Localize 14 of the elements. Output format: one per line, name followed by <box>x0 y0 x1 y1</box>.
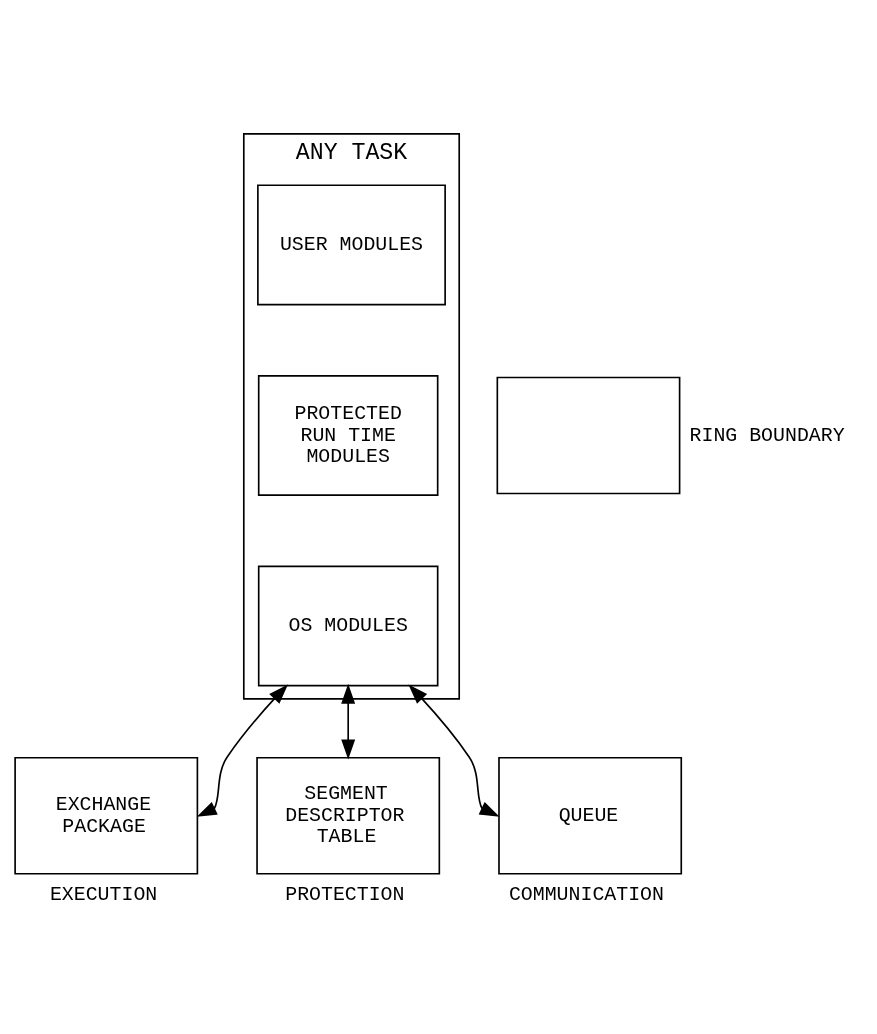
node-box: PROTECTED RUN TIME MODULES <box>257 374 439 496</box>
node-label: PROTECTION <box>285 882 405 906</box>
node-box: SEGMENT DESCRIPTOR TABLE <box>256 756 441 875</box>
node-label: COMMUNICATION <box>508 882 664 906</box>
node-box: EXCHANGE PACKAGE <box>14 756 199 875</box>
node-label: EXECUTION <box>49 882 158 906</box>
arrow <box>196 683 288 817</box>
node-label: RING BOUNDARY <box>689 423 845 447</box>
node-box: QUEUE <box>498 756 683 875</box>
arrow <box>341 683 356 759</box>
node-box: OS MODULES <box>257 565 439 687</box>
arrow <box>408 683 500 817</box>
node-box <box>496 376 681 494</box>
node-box: USER MODULES <box>257 183 446 305</box>
